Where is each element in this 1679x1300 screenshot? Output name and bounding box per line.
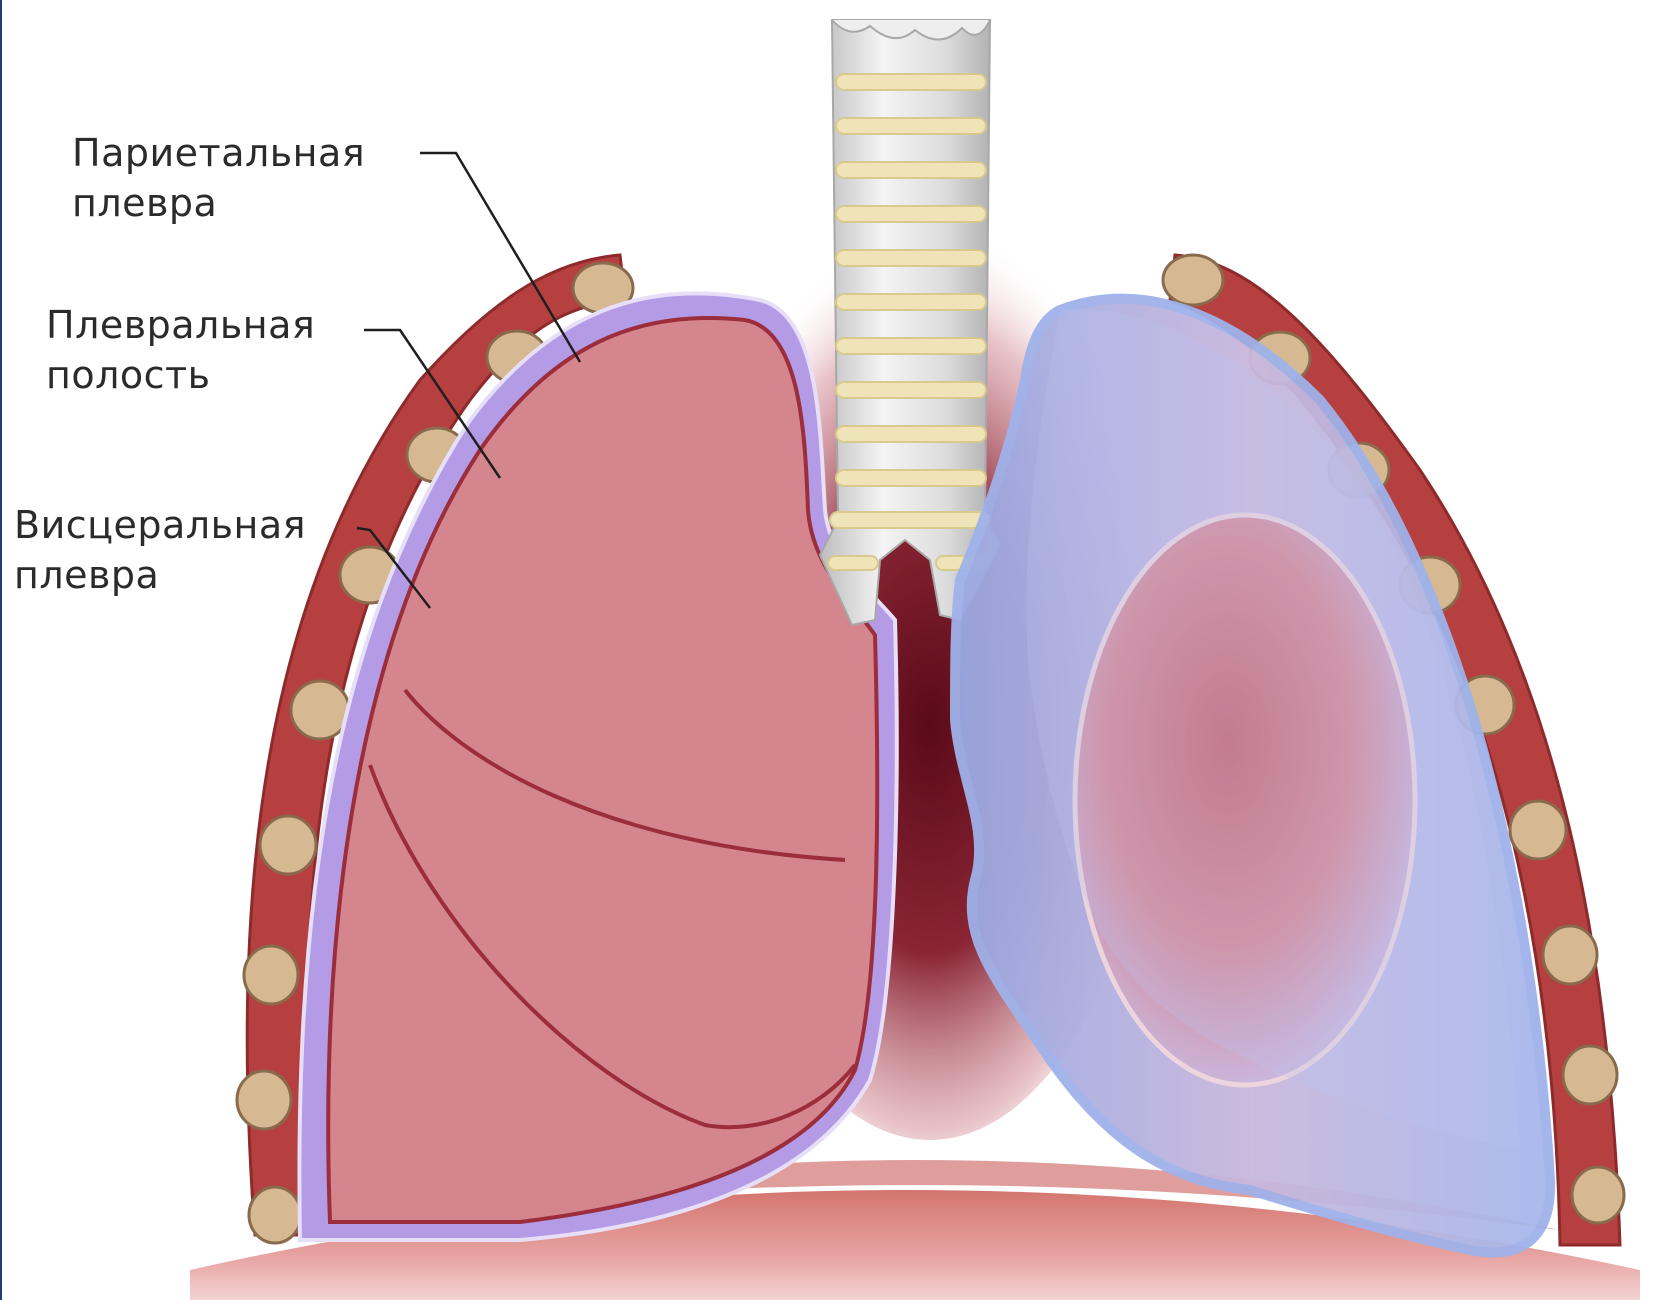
rib (1572, 1167, 1624, 1223)
label-visceral-line2: плевра (14, 550, 306, 600)
label-cavity-line2: полость (46, 350, 315, 400)
rib (249, 1187, 301, 1243)
rib (1543, 926, 1597, 984)
rib (1510, 801, 1566, 859)
label-visceral-line1: Висцеральная (14, 500, 306, 550)
rib (237, 1071, 291, 1129)
rib (1163, 255, 1223, 305)
label-cavity-line1: Плевральная (46, 300, 315, 350)
rib (1563, 1046, 1617, 1104)
rib (244, 946, 298, 1004)
rib (260, 816, 316, 874)
label-visceral-pleura: Висцеральная плевра (14, 500, 306, 600)
rib (291, 681, 349, 739)
label-parietal-line1: Париетальная (72, 128, 365, 178)
label-parietal-line2: плевра (72, 178, 365, 228)
label-parietal-pleura: Париетальная плевра (72, 128, 365, 228)
label-pleural-cavity: Плевральная полость (46, 300, 315, 400)
